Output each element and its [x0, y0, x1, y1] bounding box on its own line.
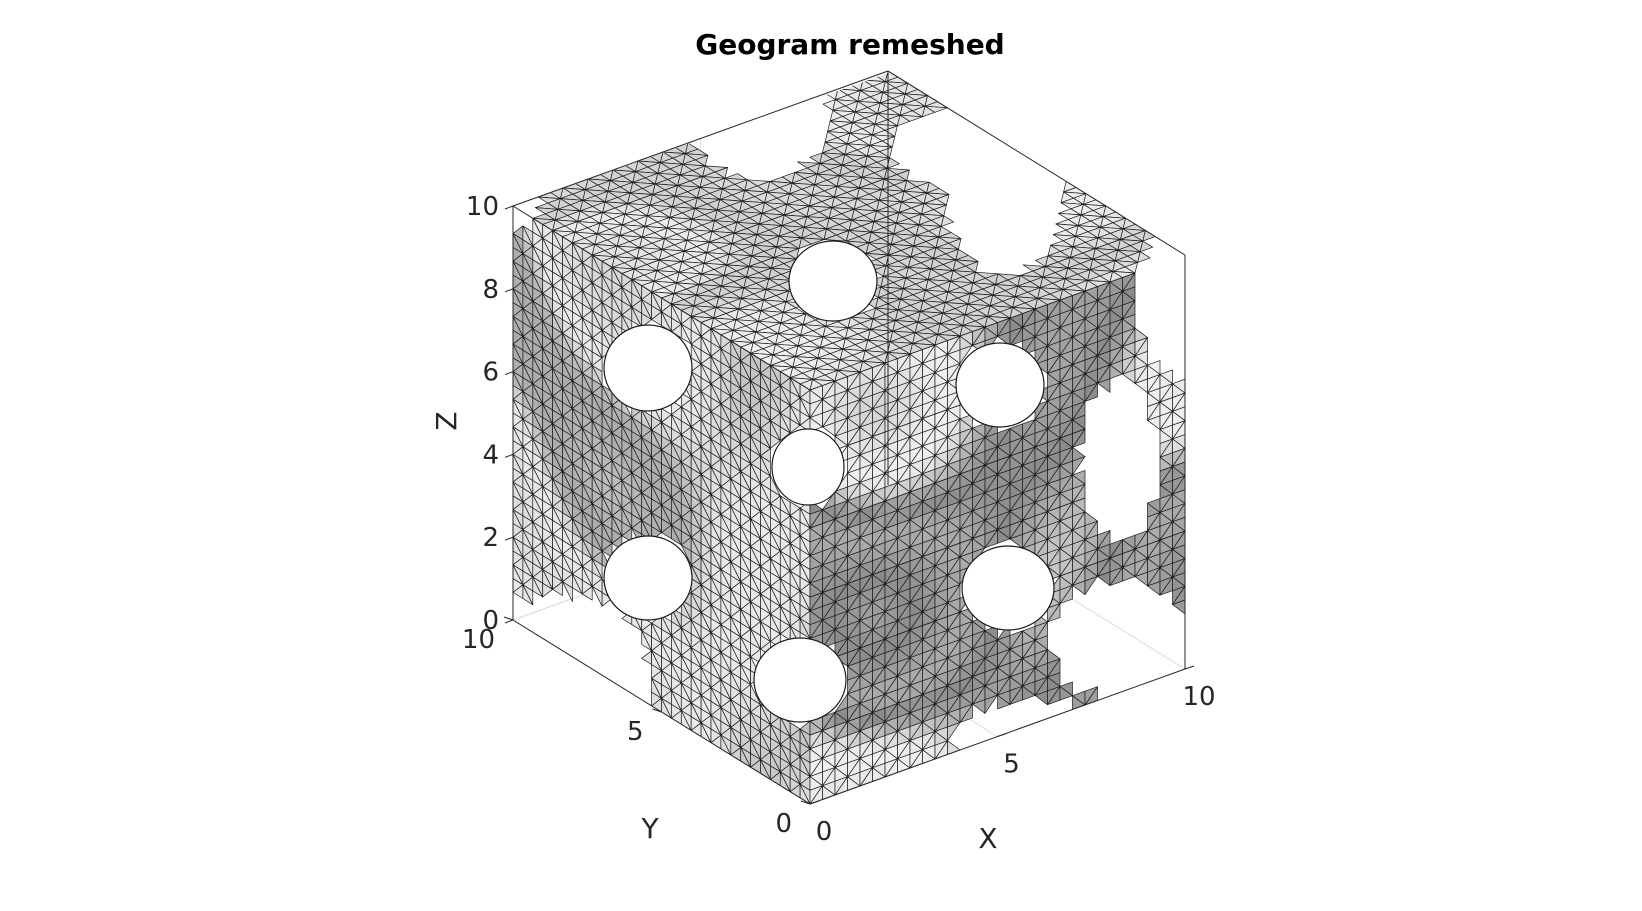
surface-hole	[603, 535, 693, 621]
mesh-triangle	[822, 711, 836, 731]
chart-title: Geogram remeshed	[695, 28, 1004, 61]
z-tick	[504, 288, 514, 293]
x-axis-label: X	[978, 822, 997, 855]
mesh-triangle	[886, 157, 900, 169]
mesh-triangle	[1137, 251, 1151, 263]
mesh-triangle	[789, 501, 801, 517]
surface-hole	[961, 545, 1055, 631]
mesh-surface	[513, 70, 1185, 804]
mesh-triangle	[789, 722, 801, 737]
mesh-triangle	[770, 475, 781, 497]
z-tick	[504, 453, 514, 458]
z-tick	[504, 205, 514, 210]
y-tick	[503, 616, 514, 621]
z-tick-label: 4	[482, 440, 499, 470]
x-tick-label: 10	[1182, 682, 1215, 712]
z-tick-label: 8	[482, 275, 499, 305]
x-tick	[1184, 665, 1195, 670]
x-tick	[997, 733, 1007, 737]
z-tick	[504, 536, 514, 541]
surface-hole	[788, 240, 878, 322]
surface-hole	[955, 342, 1045, 428]
y-tick-label: 5	[627, 717, 644, 747]
mesh-triangle	[940, 215, 955, 227]
z-tick-label: 10	[466, 192, 499, 222]
y-tick-label: 0	[775, 809, 792, 839]
z-axis-label: Z	[430, 411, 463, 430]
mesh-triangle	[680, 392, 692, 408]
y-axis-label: Y	[640, 812, 659, 845]
y-tick-label: 10	[462, 625, 495, 655]
mesh-triangle	[1139, 240, 1154, 253]
mesh-triangle	[671, 400, 682, 415]
x-tick-label: 0	[816, 817, 833, 847]
surface-hole	[771, 428, 845, 506]
surface-hole	[603, 324, 693, 412]
z-tick	[504, 371, 514, 376]
mesh-triangle	[750, 684, 761, 705]
z-tick	[504, 619, 514, 624]
mesh-triangle	[641, 650, 652, 665]
surface-hole	[753, 637, 847, 723]
mesh-triangle	[661, 408, 672, 423]
z-tick-label: 6	[482, 358, 499, 388]
z-tick-label: 2	[482, 523, 499, 553]
x-tick-label: 5	[1003, 750, 1020, 780]
